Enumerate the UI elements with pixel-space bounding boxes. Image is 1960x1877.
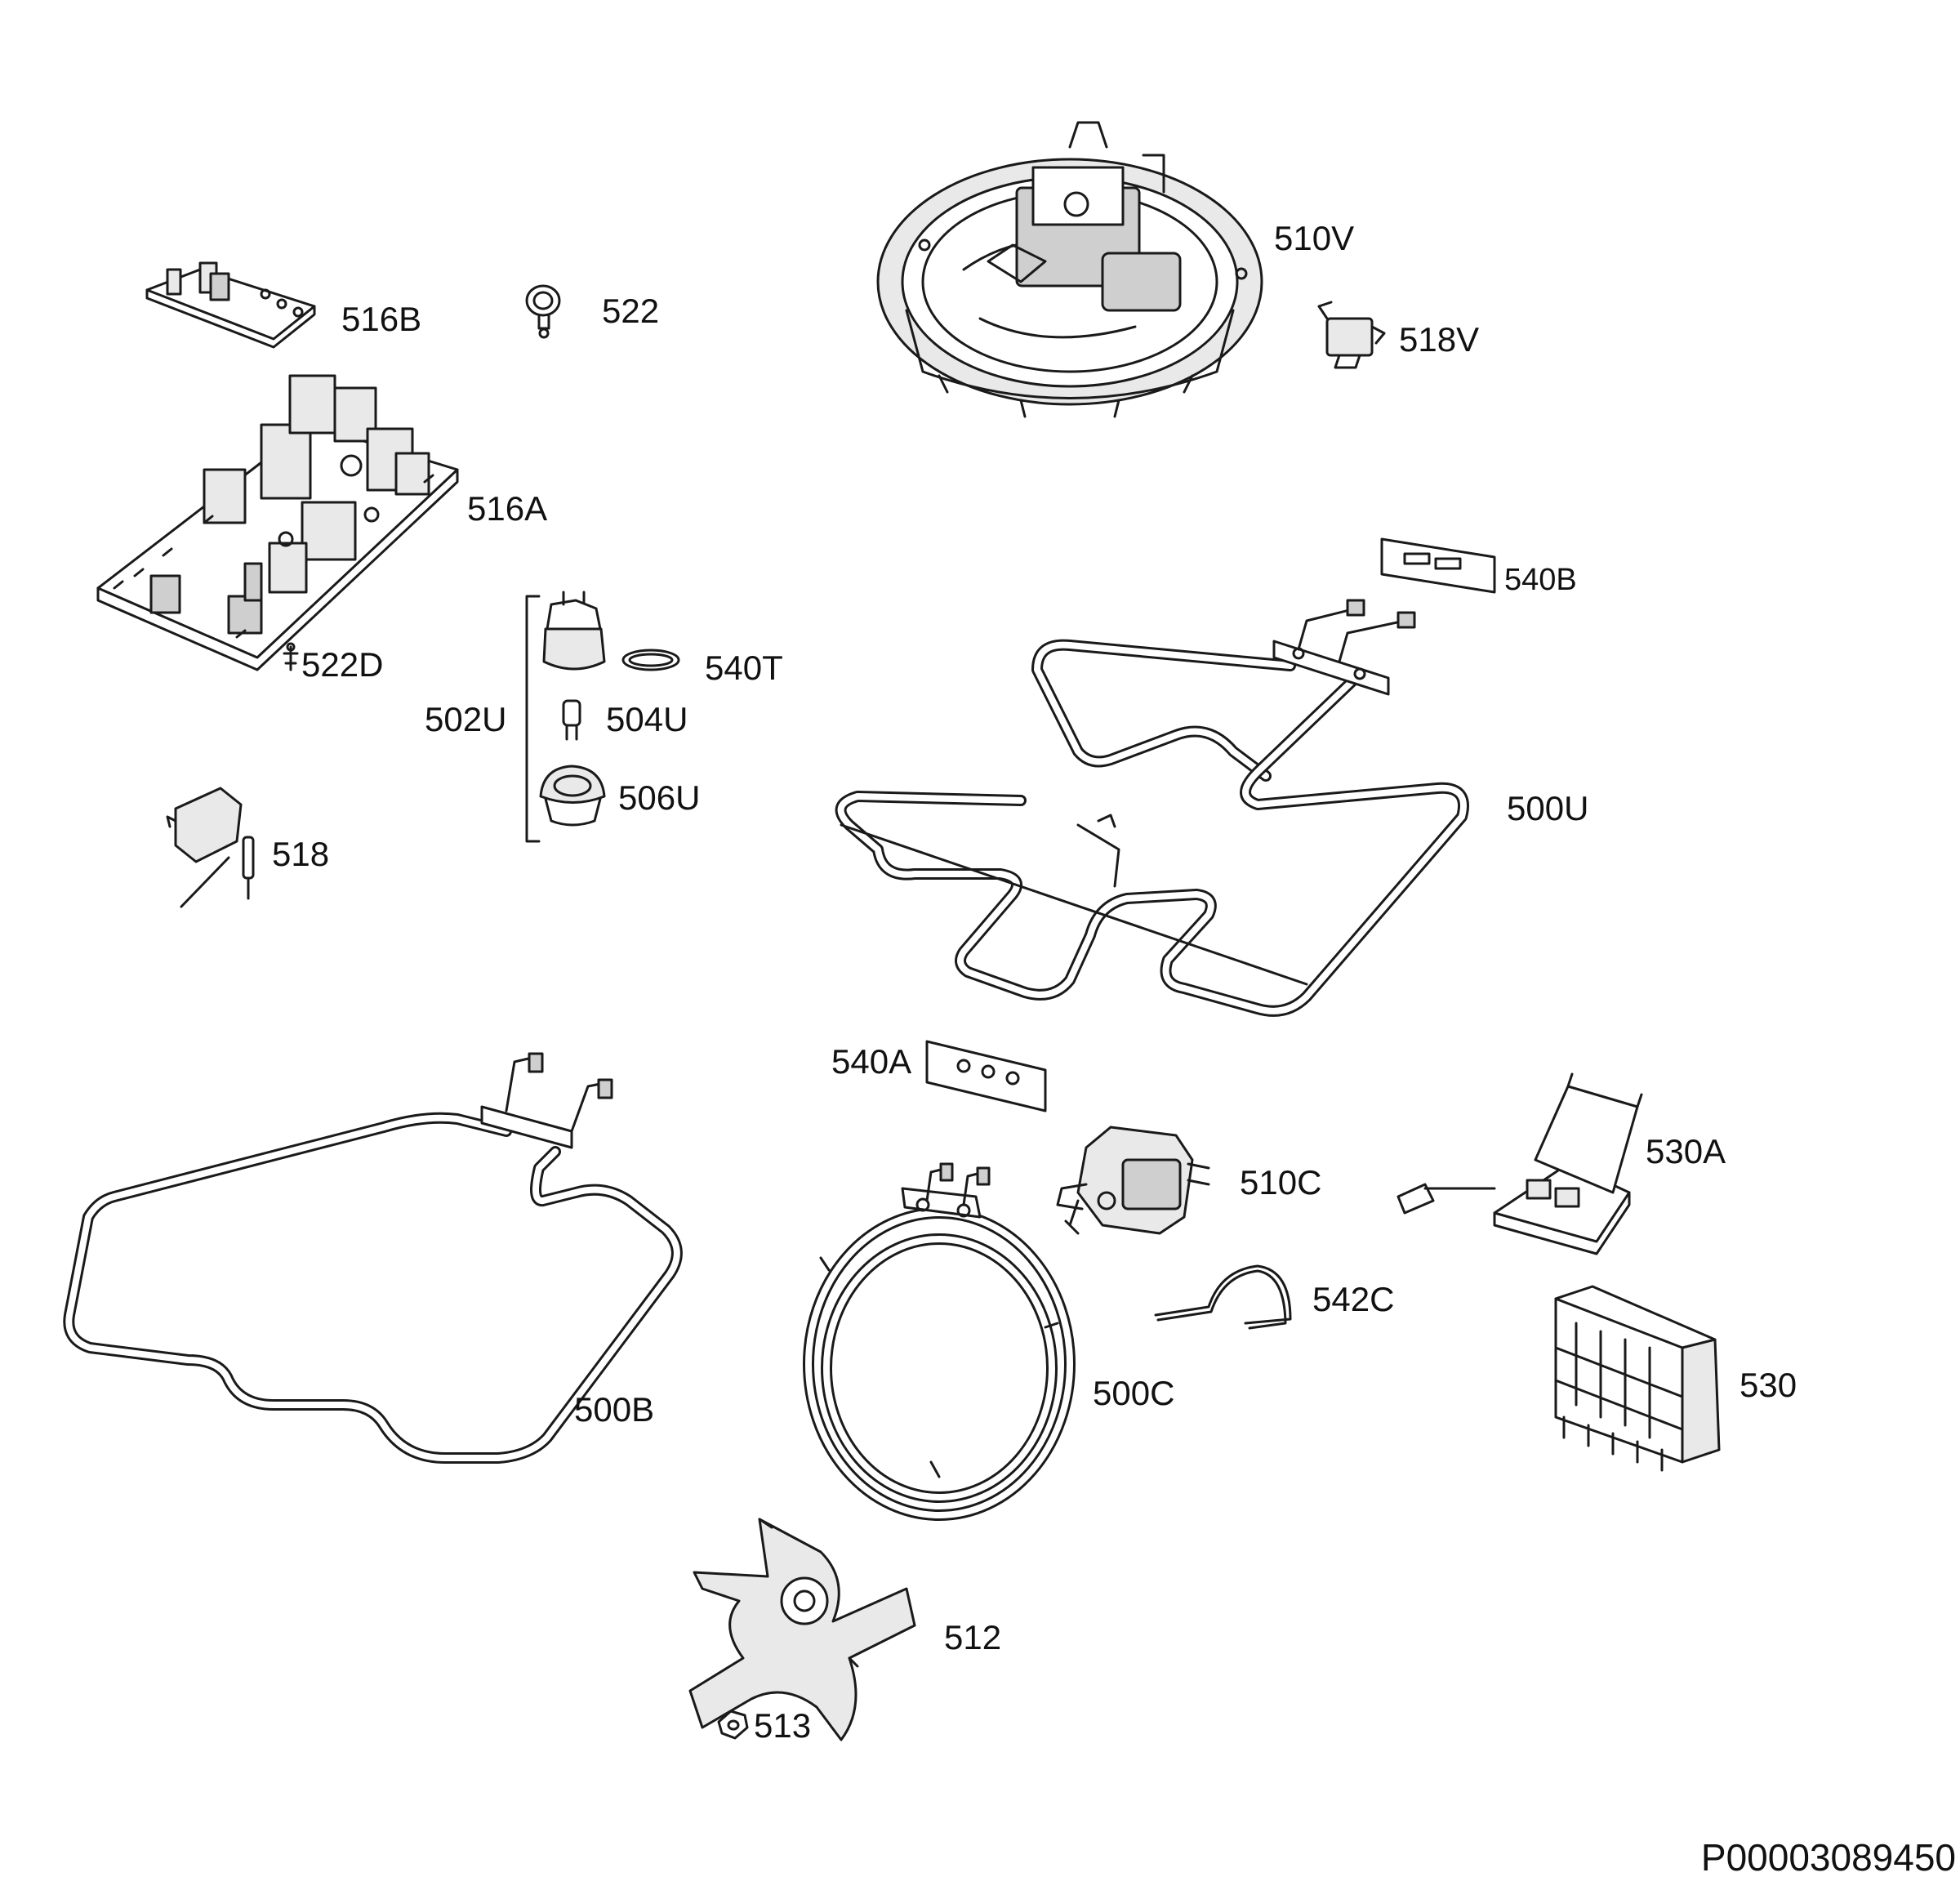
part-label-518V: 518V bbox=[1399, 320, 1479, 359]
part-label-518: 518 bbox=[272, 835, 329, 873]
part-516B-circuit-board bbox=[145, 261, 316, 349]
part-label-540T: 540T bbox=[705, 649, 783, 687]
part-510C-fan-motor bbox=[1056, 1126, 1210, 1235]
part-label-500C: 500C bbox=[1093, 1374, 1174, 1412]
part-540A-plate bbox=[925, 1040, 1047, 1112]
part-label-540A: 540A bbox=[831, 1042, 911, 1081]
part-513-nut bbox=[717, 1710, 749, 1740]
part-516A-main-board bbox=[96, 374, 459, 671]
part-518V-thermostat bbox=[1317, 301, 1386, 369]
part-522D-spacer bbox=[283, 642, 299, 671]
part-label-504U: 504U bbox=[606, 700, 688, 738]
bracket-502U bbox=[525, 595, 541, 843]
part-540T-gasket bbox=[621, 649, 680, 671]
part-label-522D: 522D bbox=[301, 645, 383, 684]
part-512-fan-blade bbox=[688, 1518, 916, 1741]
part-label-530A: 530A bbox=[1646, 1132, 1726, 1170]
part-label-516B: 516B bbox=[341, 300, 421, 338]
part-540B-plate bbox=[1380, 537, 1496, 594]
part-label-506U: 506U bbox=[618, 778, 700, 817]
part-500U-grill-element bbox=[835, 599, 1469, 1017]
part-label-502U: 502U bbox=[425, 700, 506, 738]
part-label-516A: 516A bbox=[467, 489, 547, 528]
part-label-500B: 500B bbox=[574, 1390, 654, 1429]
part-530A-terminal-block bbox=[1396, 1072, 1643, 1255]
part-label-530: 530 bbox=[1740, 1366, 1797, 1404]
part-504U-bulb bbox=[562, 699, 581, 741]
part-522-clip bbox=[525, 284, 561, 339]
part-500C-circular-element bbox=[803, 1162, 1076, 1521]
part-label-522: 522 bbox=[602, 292, 659, 330]
part-530-control-block bbox=[1554, 1285, 1721, 1472]
part-label-513: 513 bbox=[754, 1706, 811, 1745]
part-label-510V: 510V bbox=[1274, 219, 1354, 257]
part-label-540B: 540B bbox=[1504, 563, 1577, 597]
part-542C-wire-clip bbox=[1154, 1264, 1292, 1330]
part-500B-bottom-element bbox=[63, 1052, 683, 1464]
part-label-500U: 500U bbox=[1507, 789, 1588, 827]
diagram-code: P00003089450 bbox=[1701, 1836, 1956, 1877]
part-506U-lamp-cover bbox=[539, 765, 606, 827]
part-label-510C: 510C bbox=[1240, 1163, 1321, 1202]
part-lamp-holder bbox=[542, 591, 606, 671]
part-510V-fan-motor-assembly bbox=[876, 121, 1263, 418]
part-label-542C: 542C bbox=[1312, 1280, 1394, 1318]
part-518-thermostat bbox=[166, 787, 255, 908]
part-label-512: 512 bbox=[944, 1618, 1001, 1656]
